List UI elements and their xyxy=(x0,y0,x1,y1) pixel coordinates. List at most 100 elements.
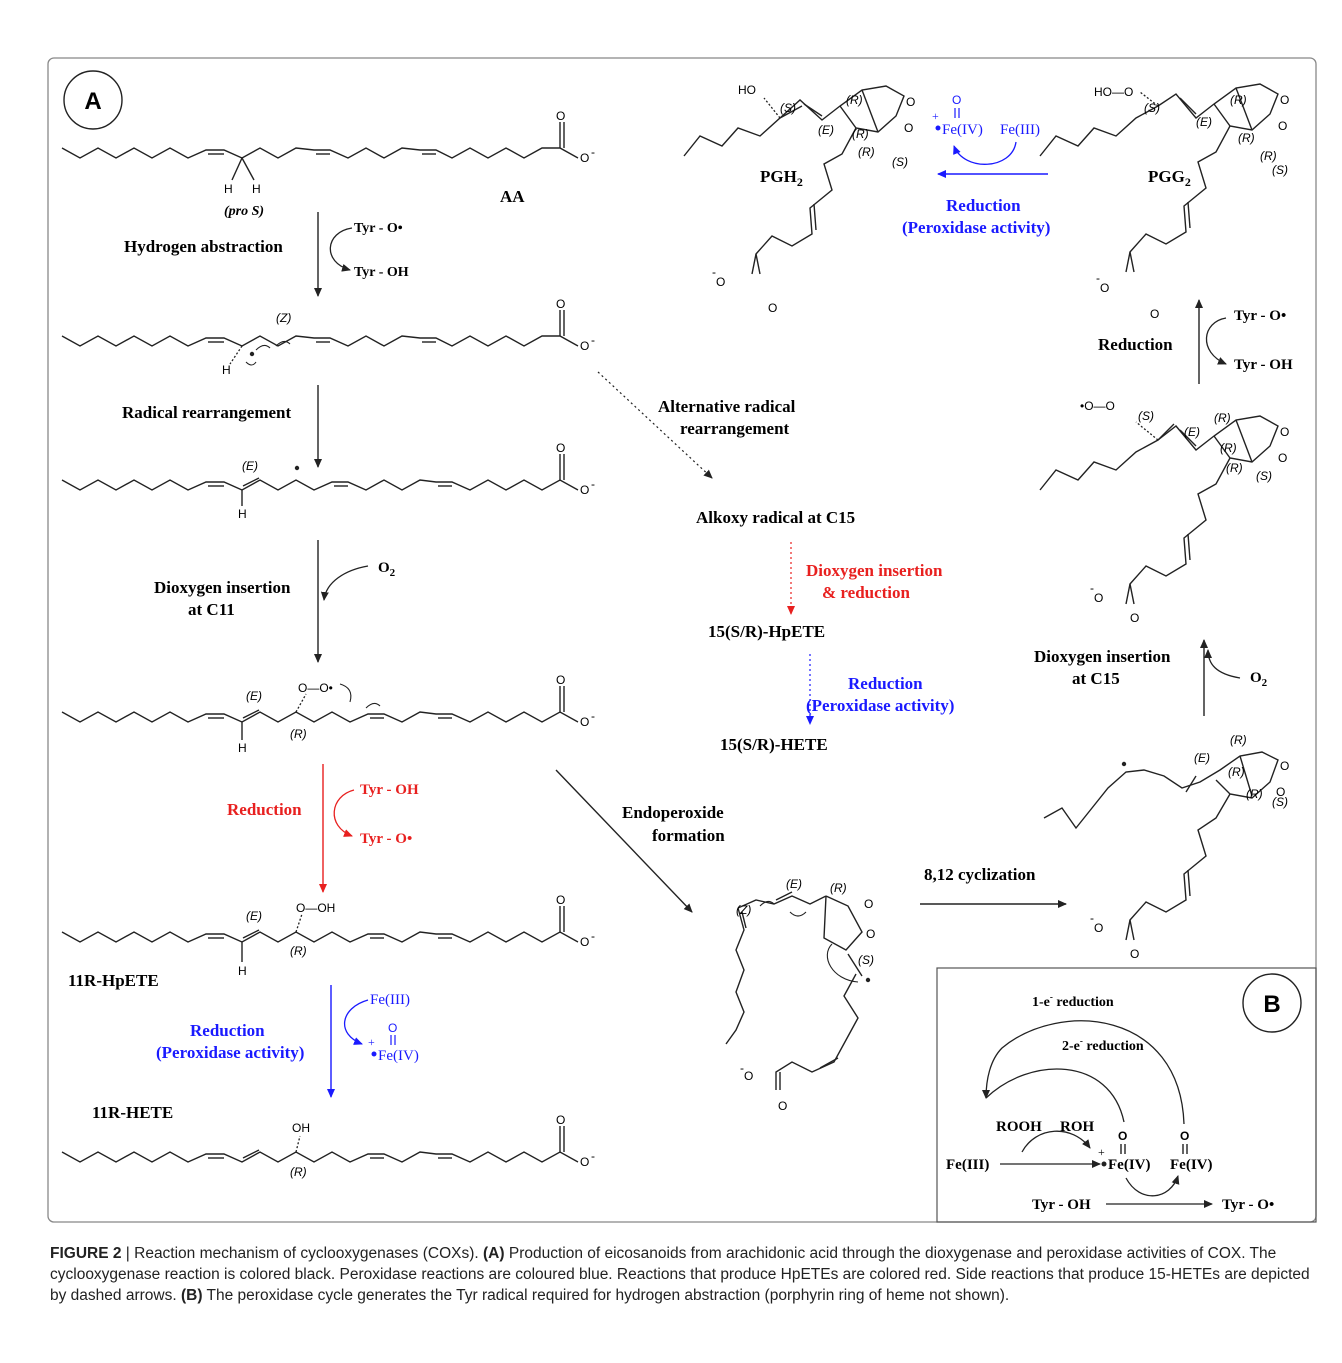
pgh2-sub: 2 xyxy=(797,175,803,189)
reduction-15-label-line2: (Peroxidase activity) xyxy=(806,696,954,715)
svg-text:(E): (E) xyxy=(818,123,834,137)
svg-text:(R): (R) xyxy=(1238,131,1255,145)
panel-b-frame xyxy=(936,967,1317,1223)
svg-text:(R): (R) xyxy=(1246,787,1263,801)
svg-text:O: O xyxy=(580,151,589,165)
caption-a-tag: (A) xyxy=(483,1245,505,1262)
svg-text:O2: O2 xyxy=(1250,670,1268,689)
tyr-o-label-2: Tyr - O• xyxy=(1234,308,1286,324)
caption-a-text: Production of eicosanoids from arachidon… xyxy=(50,1245,1310,1304)
caption-lead: FIGURE 2 xyxy=(50,1245,122,1262)
tyr-curved-arrow-1 xyxy=(329,227,353,272)
o2-curved-arrow-2 xyxy=(1204,649,1241,679)
panel-a-label: A xyxy=(84,88,101,115)
svg-text:O: O xyxy=(1100,281,1109,295)
hete-11r-label: 11R-HETE xyxy=(92,1103,173,1122)
svg-text:-: - xyxy=(1090,581,1094,595)
svg-text:O: O xyxy=(388,1021,397,1035)
svg-text:H: H xyxy=(238,507,247,521)
svg-text:O: O xyxy=(778,1099,787,1113)
svg-text:O: O xyxy=(556,297,565,311)
figure-frame xyxy=(47,57,1317,1223)
reduction-blue-label-line1: Reduction xyxy=(190,1021,265,1040)
fe-curved-arrow-2 xyxy=(953,141,1017,165)
svg-text:H: H xyxy=(238,741,247,755)
fe3-label-b: Fe(III) xyxy=(946,1157,989,1173)
arrow-tyr-cycle xyxy=(1125,1175,1180,1197)
svg-text:(R): (R) xyxy=(846,93,863,107)
ferryl-2: O + Fe(IV) xyxy=(932,93,983,138)
svg-text:O—OH: O—OH xyxy=(296,901,335,915)
fe4-radical-label-b: Fe(IV) xyxy=(1108,1157,1150,1173)
svg-text:+: + xyxy=(1098,1145,1105,1159)
endoperoxide-label-line2: formation xyxy=(652,826,725,845)
svg-text:•O—O: •O—O xyxy=(1080,399,1115,413)
tyr-oh-label-1: Tyr - OH xyxy=(354,265,409,280)
panel-b-label: B xyxy=(1263,991,1280,1018)
fe-curved-arrow-1 xyxy=(344,999,369,1045)
svg-text:(S): (S) xyxy=(1272,163,1288,177)
structure-pgg-radical: •O—O O O O O- (S) (E) (R) (R) (R) (S) xyxy=(1039,399,1289,625)
svg-text:+: + xyxy=(368,1035,375,1049)
svg-text:(E): (E) xyxy=(1184,425,1200,439)
fe4-label-b: Fe(IV) xyxy=(1170,1157,1212,1173)
svg-text:(S): (S) xyxy=(1272,795,1288,809)
svg-text:-: - xyxy=(591,1149,595,1163)
svg-text:(E): (E) xyxy=(786,877,802,891)
one-e-reduction-word: reduction xyxy=(1053,995,1114,1010)
svg-text:O: O xyxy=(556,441,565,455)
svg-text:-: - xyxy=(712,265,716,279)
svg-text:(S): (S) xyxy=(858,953,874,967)
svg-text:(Z): (Z) xyxy=(276,311,291,325)
svg-text:-: - xyxy=(591,477,595,491)
pgg2-sub: 2 xyxy=(1185,175,1191,189)
svg-text:O: O xyxy=(1118,1129,1127,1143)
pro-s-label: (pro S) xyxy=(224,204,264,219)
svg-text:(E): (E) xyxy=(246,909,262,923)
aa-label: AA xyxy=(500,187,525,206)
svg-text:O: O xyxy=(1276,785,1285,799)
svg-text:(R): (R) xyxy=(290,1165,307,1179)
svg-text:H: H xyxy=(252,182,261,196)
svg-text:O: O xyxy=(1130,611,1139,625)
tyr-oh-label-2: Tyr - OH xyxy=(1234,357,1293,373)
mechanism-diagram: A B O O- H H (pro S) AA Tyr - O• Tyr - O… xyxy=(47,57,1317,1223)
tyr-oh-label-red: Tyr - OH xyxy=(360,782,419,798)
svg-text:H: H xyxy=(238,964,247,978)
o2-sub-1: 2 xyxy=(390,567,396,579)
fe3-label-1: Fe(III) xyxy=(370,992,410,1008)
reduction-pgg-label: Reduction xyxy=(1098,335,1173,354)
alt-rearrangement-label-line1: Alternative radical xyxy=(658,397,796,416)
structure-aa: O O- H H xyxy=(61,109,595,196)
arrow-rooh-roh xyxy=(1021,1130,1091,1153)
peroxidase-cycle: 1-e- reduction 2-e- reduction ROOH ROH F… xyxy=(946,992,1274,1213)
arrow-endoperoxide xyxy=(555,769,693,913)
svg-text:O: O xyxy=(580,339,589,353)
svg-text:-: - xyxy=(740,1061,744,1075)
svg-text:(R): (R) xyxy=(1230,733,1247,747)
fe4-label-1: Fe(IV) xyxy=(378,1048,419,1064)
svg-text:(R): (R) xyxy=(1260,149,1277,163)
svg-text:-: - xyxy=(591,333,595,347)
tyr-o-label-b: Tyr - O• xyxy=(1222,1197,1274,1213)
svg-text:O: O xyxy=(556,893,565,907)
dioxygen-c11-label-line1: Dioxygen insertion xyxy=(154,578,291,597)
hydrogen-abstraction-label: Hydrogen abstraction xyxy=(124,237,283,256)
svg-text:PGG2: PGG2 xyxy=(1148,167,1191,189)
svg-text:HO: HO xyxy=(738,83,756,97)
caption-title: Reaction mechanism of cyclooxygenases (C… xyxy=(134,1245,484,1262)
hete-15-label: 15(S/R)-HETE xyxy=(720,735,828,754)
svg-text:O: O xyxy=(1180,1129,1189,1143)
svg-text:O2: O2 xyxy=(378,560,396,579)
svg-text:-: - xyxy=(591,145,595,159)
svg-text:O: O xyxy=(580,935,589,949)
dioxygen-c15-label-line1: Dioxygen insertion xyxy=(1034,647,1171,666)
svg-text:O: O xyxy=(864,897,873,911)
structure-radical-1: O O- H (Z) xyxy=(61,297,595,377)
svg-text:O: O xyxy=(1280,93,1289,107)
svg-text:-: - xyxy=(1096,271,1100,285)
reduction-blue-label-line2: (Peroxidase activity) xyxy=(156,1043,304,1062)
svg-text:O: O xyxy=(744,1069,753,1083)
svg-text:(R): (R) xyxy=(1220,441,1237,455)
o2-label-2: O xyxy=(1250,670,1262,686)
